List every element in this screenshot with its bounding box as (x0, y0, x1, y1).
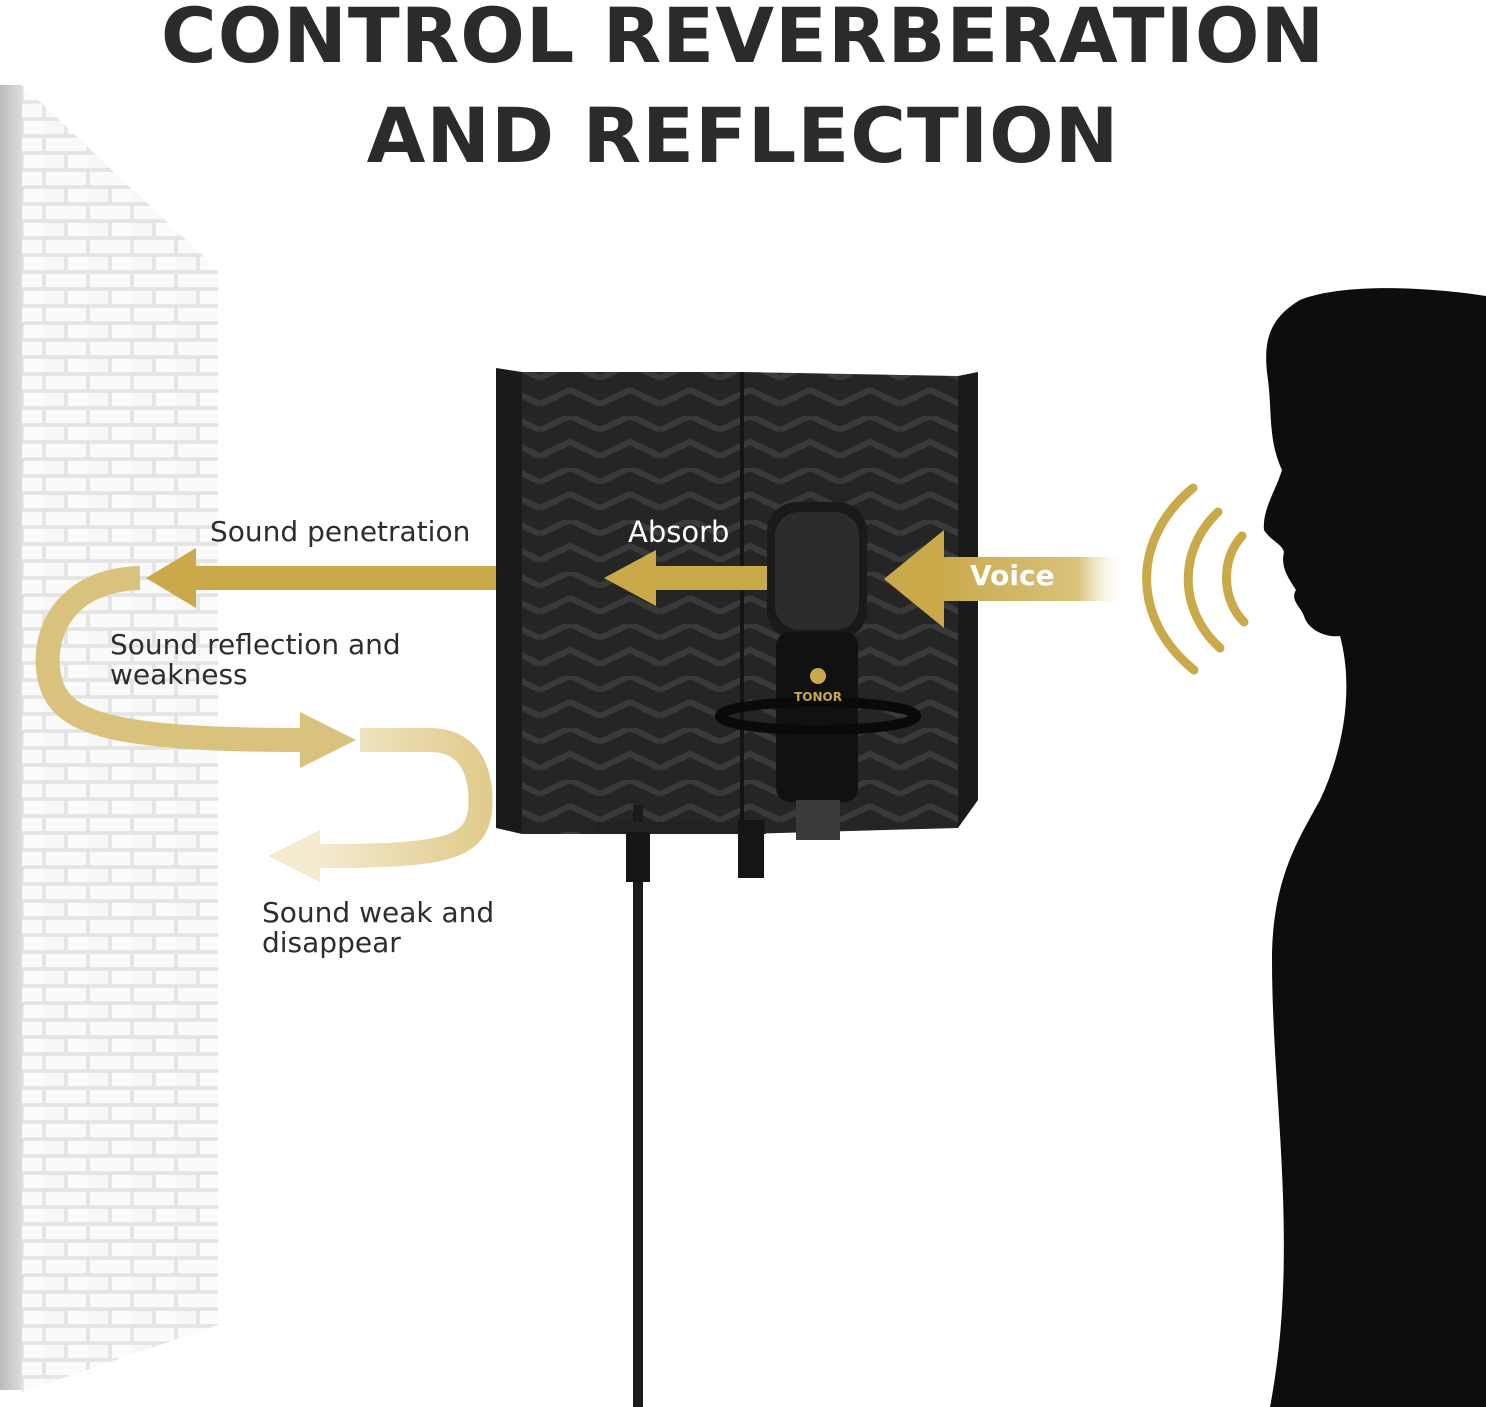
reflection-filter-panel (496, 368, 978, 834)
label-sound-reflection: Sound reflection and weakness (110, 630, 401, 690)
person-silhouette (1263, 288, 1486, 1407)
label-sound-reflection-line-2: weakness (110, 658, 248, 691)
mic-stand (596, 805, 766, 1407)
microphone: TONOR (715, 502, 921, 840)
label-sound-penetration: Sound penetration (210, 515, 471, 548)
reflection-arrows (35, 548, 496, 882)
absorb-arrow (604, 550, 790, 606)
heading-line-2: AND REFLECTION (366, 91, 1120, 180)
label-sound-weak-line-1: Sound weak and (262, 896, 495, 929)
label-sound-reflection-line-1: Sound reflection and (110, 628, 401, 661)
sound-waves-icon (1142, 483, 1249, 675)
label-voice: Voice (970, 559, 1055, 592)
voice-arrow (884, 530, 1126, 628)
label-sound-weak-line-2: disappear (262, 926, 401, 959)
label-sound-weak: Sound weak and disappear (262, 898, 494, 958)
mic-logo: TONOR (794, 690, 842, 704)
label-absorb: Absorb (628, 515, 730, 549)
heading-line-1: CONTROL REVERBERATION (160, 0, 1326, 80)
